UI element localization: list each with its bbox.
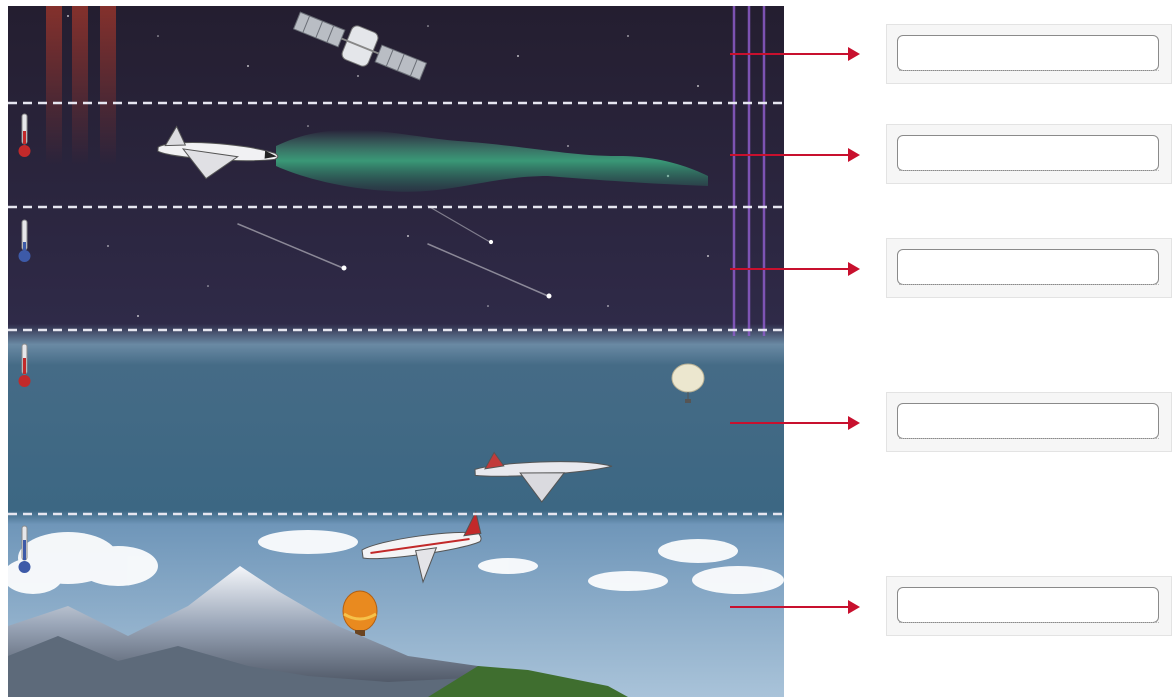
answer-panel-2	[886, 124, 1172, 184]
meteor-icon	[237, 205, 552, 299]
thermometer-warm-icon	[18, 343, 31, 387]
answer-field-4[interactable]	[897, 403, 1159, 439]
dotted-line	[899, 438, 1159, 439]
answer-panel-3	[886, 238, 1172, 298]
answer-panel-1	[886, 24, 1172, 84]
answer-field-3[interactable]	[897, 249, 1159, 285]
thermometer-cold-icon	[18, 525, 31, 573]
satellite-icon	[292, 11, 428, 81]
purple-lines	[732, 6, 766, 336]
dotted-line	[899, 622, 1159, 623]
answer-field-1[interactable]	[897, 35, 1159, 71]
answer-field-2[interactable]	[897, 135, 1159, 171]
answer-panel-4	[886, 392, 1172, 452]
mountain-icon	[8, 566, 628, 697]
airliner-icon	[361, 510, 482, 584]
dotted-line	[899, 284, 1159, 285]
answer-field-5[interactable]	[897, 587, 1159, 623]
layer-boundaries	[8, 101, 784, 516]
space-shuttle-icon	[157, 125, 279, 180]
answer-panel-5	[886, 576, 1172, 636]
atmosphere-layers-diagram	[8, 6, 784, 697]
dotted-line	[899, 170, 1159, 171]
light-beams	[46, 6, 116, 166]
stars	[67, 15, 709, 317]
aurora-icon	[276, 129, 708, 192]
weather-balloon-icon	[671, 363, 705, 403]
dotted-line	[899, 70, 1159, 71]
supersonic-jet-icon	[474, 451, 613, 503]
thermometer-warm-icon	[18, 113, 31, 157]
cloud-icon	[8, 530, 784, 594]
thermometer-cold-icon	[18, 219, 31, 262]
hot-air-balloon-icon	[342, 590, 378, 636]
